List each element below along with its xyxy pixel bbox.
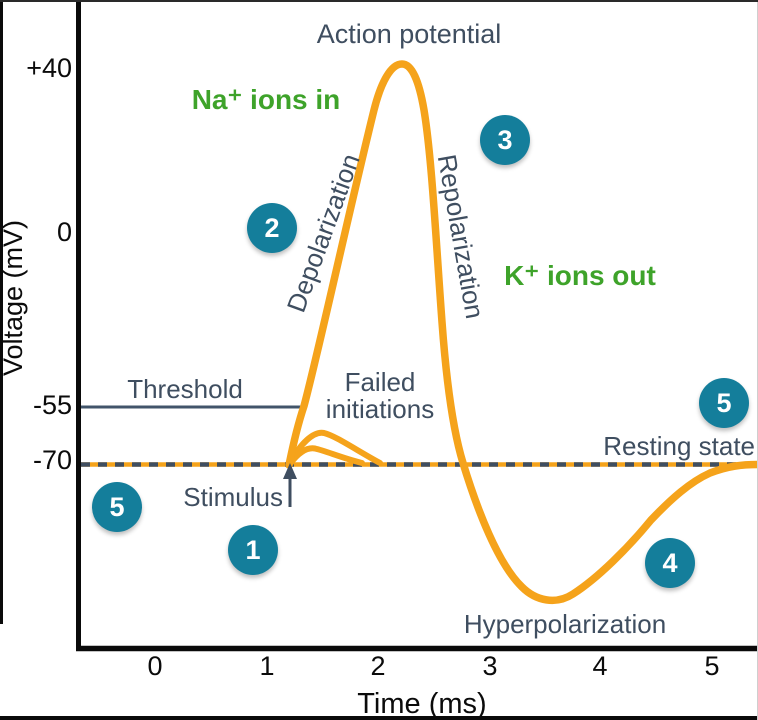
x-tick-2: 2	[370, 651, 386, 681]
x-tick-3: 3	[482, 651, 498, 681]
x-tick-5: 5	[704, 651, 720, 681]
failed-initiation-curve-small	[287, 445, 365, 467]
step-marker-5-left: 5	[92, 482, 142, 532]
stimulus-label: Stimulus	[183, 482, 283, 512]
failed-initiations-label: Failed initiations	[290, 369, 470, 423]
failed-initiations-line2: initiations	[325, 394, 435, 424]
step-marker-1: 1	[228, 525, 278, 575]
x-tick-4: 4	[592, 651, 608, 681]
y-tick-minus70: -70	[32, 445, 72, 475]
resting-state-label: Resting state	[603, 431, 755, 461]
x-axis-title: Time (ms)	[357, 688, 487, 720]
y-tick-minus55: -55	[32, 390, 72, 420]
x-tick-0: 0	[147, 651, 163, 681]
k-ions-out-label: K⁺ ions out	[504, 260, 656, 291]
stimulus-arrow-head	[283, 463, 297, 479]
step-marker-5-right: 5	[699, 378, 749, 428]
frame-edge-left	[0, 2, 3, 624]
step-marker-3: 3	[480, 115, 530, 165]
failed-initiation-curve-large	[287, 429, 383, 467]
threshold-label: Threshold	[127, 374, 243, 404]
hyperpolarization-label: Hyperpolarization	[463, 609, 667, 639]
y-tick-plus40: +40	[26, 53, 72, 83]
na-ions-in-label: Na⁺ ions in	[191, 84, 341, 115]
frame-edge-bottom	[0, 716, 758, 720]
step-marker-4: 4	[645, 538, 695, 588]
y-tick-0: 0	[56, 217, 72, 247]
chart-title: Action potential	[316, 19, 502, 49]
failed-initiations-line1: Failed	[344, 367, 416, 397]
membrane-potential-curve	[285, 60, 758, 605]
step-marker-2: 2	[247, 203, 297, 253]
x-tick-1: 1	[259, 651, 275, 681]
